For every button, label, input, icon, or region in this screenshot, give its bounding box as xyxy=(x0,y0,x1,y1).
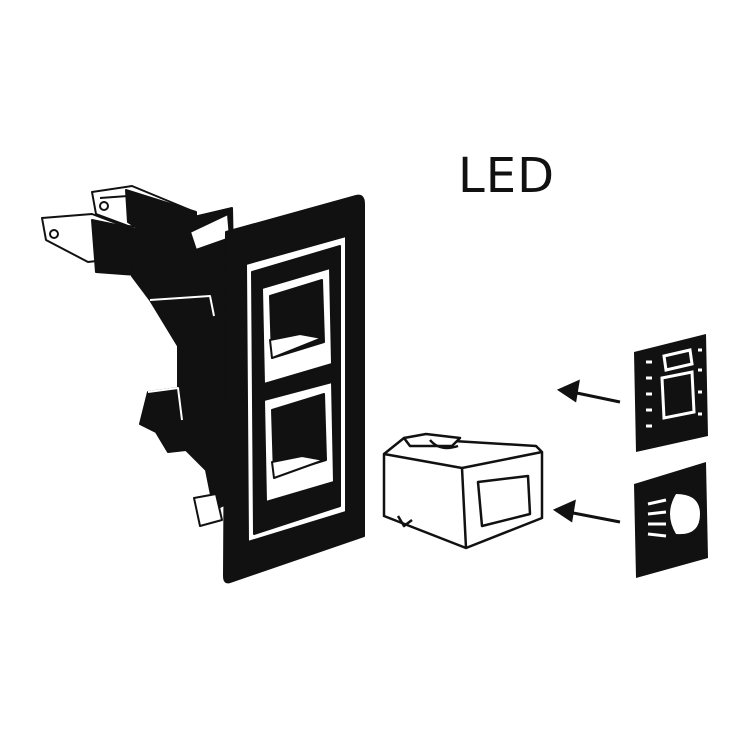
housing-rear-body xyxy=(129,207,239,511)
arrow-upper xyxy=(571,390,621,404)
switch-housing-icon xyxy=(41,185,365,584)
headlight-symbol-icon xyxy=(634,462,708,578)
lens-cap-icon xyxy=(382,432,544,550)
fan-symbol-icon xyxy=(634,334,708,452)
arrow-icons xyxy=(552,379,621,524)
led-label: LED xyxy=(458,148,556,204)
arrow-lower xyxy=(567,510,621,524)
